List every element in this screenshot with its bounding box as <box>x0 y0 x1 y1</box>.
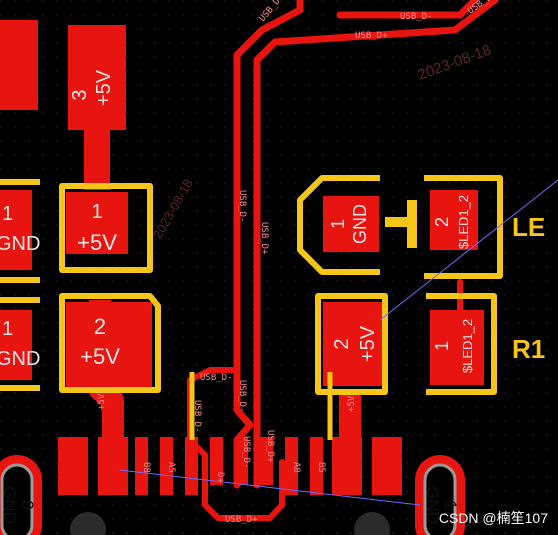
usb-pad-2[interactable] <box>98 437 128 495</box>
ratsnest-line-1 <box>119 469 421 506</box>
pad-labels: 3 +5V 1 GND 1 +5V 1 GND 2 +5V 1 GND 2 $L… <box>0 69 475 524</box>
usb-pad-7[interactable] <box>332 437 362 495</box>
usb-pad-1[interactable] <box>58 437 88 495</box>
label-usb-dp-vert: USB_D+ <box>259 222 269 255</box>
silk-led-left <box>297 175 380 275</box>
label-plus5v-left: +5V <box>97 393 107 410</box>
copper-traces <box>84 0 499 521</box>
usb-pad-4[interactable] <box>210 437 223 485</box>
pad-p7[interactable] <box>430 190 478 250</box>
silk-cap <box>59 293 161 393</box>
pin-label-a8: A8 <box>291 462 301 473</box>
silk-led-bar <box>385 200 417 248</box>
pad-p3[interactable] <box>66 192 128 254</box>
usb-pad-8[interactable] <box>372 437 402 495</box>
usb-pad-a8[interactable] <box>285 437 298 495</box>
label-usb-dm-bottom: USB_D- <box>200 373 233 383</box>
pad-p9[interactable] <box>430 310 484 385</box>
refdes-led: LE <box>512 212 545 242</box>
label-usb-dm-top2: USB_D- <box>400 12 433 22</box>
silkscreen-outlines <box>0 175 503 440</box>
usb-pad-3[interactable] <box>185 437 198 495</box>
label-usb-dm-vert: USB_D- <box>237 190 247 223</box>
trace-top-usb-d[interactable] <box>336 0 479 19</box>
silk-fuse <box>59 183 153 273</box>
pin-label-usb-d-plus: USB_D+ <box>265 430 275 463</box>
silk-r1-right <box>426 293 497 395</box>
pin-label-usb-d-minus: USB_D- <box>241 436 251 469</box>
pin-label-b5: B5 <box>316 462 326 473</box>
pad-p11-number: 1 <box>441 500 460 509</box>
pad-p6-net: GND <box>350 204 370 244</box>
label-usb-dp-bottom: USB_D+ <box>225 515 258 525</box>
pad-p4[interactable] <box>0 310 32 380</box>
silk-left-1 <box>0 179 40 283</box>
pad-p4-net: GND <box>0 348 40 370</box>
pad-p7-number: 2 <box>432 217 452 227</box>
mounting-slots <box>0 455 465 535</box>
pad-p2[interactable] <box>0 190 32 270</box>
net-labels: USB_D- USB_D- USB_D+ USB_D+ USB_D- USB_D… <box>97 0 499 525</box>
watermark-text: CSDN @楠笙107 <box>439 510 548 526</box>
refdes-labels: LE R1 <box>512 212 545 364</box>
pad-p10-net: GND <box>0 486 19 524</box>
pad-p5-net: +5V <box>80 344 120 369</box>
trace-usb-d-plus[interactable] <box>253 0 499 489</box>
usb-pad-6[interactable] <box>260 437 273 485</box>
pin-label-b8: B8 <box>141 462 151 473</box>
pad-p5[interactable] <box>66 302 152 388</box>
label-plus5v-right: +5V <box>347 395 357 412</box>
usb-pad-b5[interactable] <box>310 437 323 495</box>
copper-pads <box>0 20 484 495</box>
pad-p8-number: 2 <box>331 338 353 349</box>
pin-label-a5: A5 <box>166 462 176 473</box>
pad-p2-number: 1 <box>2 203 13 225</box>
pad-p6-number: 1 <box>328 219 348 229</box>
pad-p3-number: 1 <box>91 201 102 223</box>
silk-r1-left <box>315 293 388 395</box>
refdes-r1: R1 <box>512 334 545 364</box>
slot-right-hole <box>423 463 457 535</box>
pad-p8-net: +5V <box>357 325 379 362</box>
pad-p11-net: GND <box>423 486 442 524</box>
pad-p2-net: GND <box>0 233 40 255</box>
pin-label-usb-d-mid: USB_D- <box>192 400 202 433</box>
trace-usb-bottom-loop[interactable] <box>187 437 285 521</box>
pad-p3-net: +5V <box>77 230 117 255</box>
silk-led-right <box>424 175 503 279</box>
usb-pad-a5[interactable] <box>160 437 173 495</box>
pin-label-d-plus: D+ <box>215 472 225 483</box>
ratsnest-line-2 <box>379 179 558 321</box>
pad-p6[interactable] <box>323 196 379 252</box>
pad-p9-number: 1 <box>432 341 452 351</box>
usb-pad-5[interactable] <box>235 437 248 485</box>
pad-p1-number: 3 <box>69 89 91 100</box>
label-usb-dm-mid: USB_D- <box>237 380 247 413</box>
silk-left-2 <box>0 297 40 391</box>
hole-left <box>70 512 106 535</box>
pad-left-top[interactable] <box>0 20 38 110</box>
usb-pad-b8[interactable] <box>135 437 148 495</box>
pad-p5-number: 2 <box>94 314 106 339</box>
label-usb-dp-top: USB_D+ <box>355 31 388 41</box>
slot-left-hole <box>0 463 34 535</box>
pad-p10-number: 0 <box>18 500 37 509</box>
pad-p9-net: $LED1_2 <box>460 319 475 373</box>
pad-p1-net: +5V <box>93 69 115 106</box>
pad-p4-number: 1 <box>2 318 13 340</box>
silk-usb-body <box>189 372 333 440</box>
hole-right <box>354 512 390 535</box>
pad-p7-net: $LED1_2 <box>456 195 471 249</box>
pad-p8[interactable] <box>323 302 385 386</box>
pad-p1[interactable] <box>68 25 126 130</box>
